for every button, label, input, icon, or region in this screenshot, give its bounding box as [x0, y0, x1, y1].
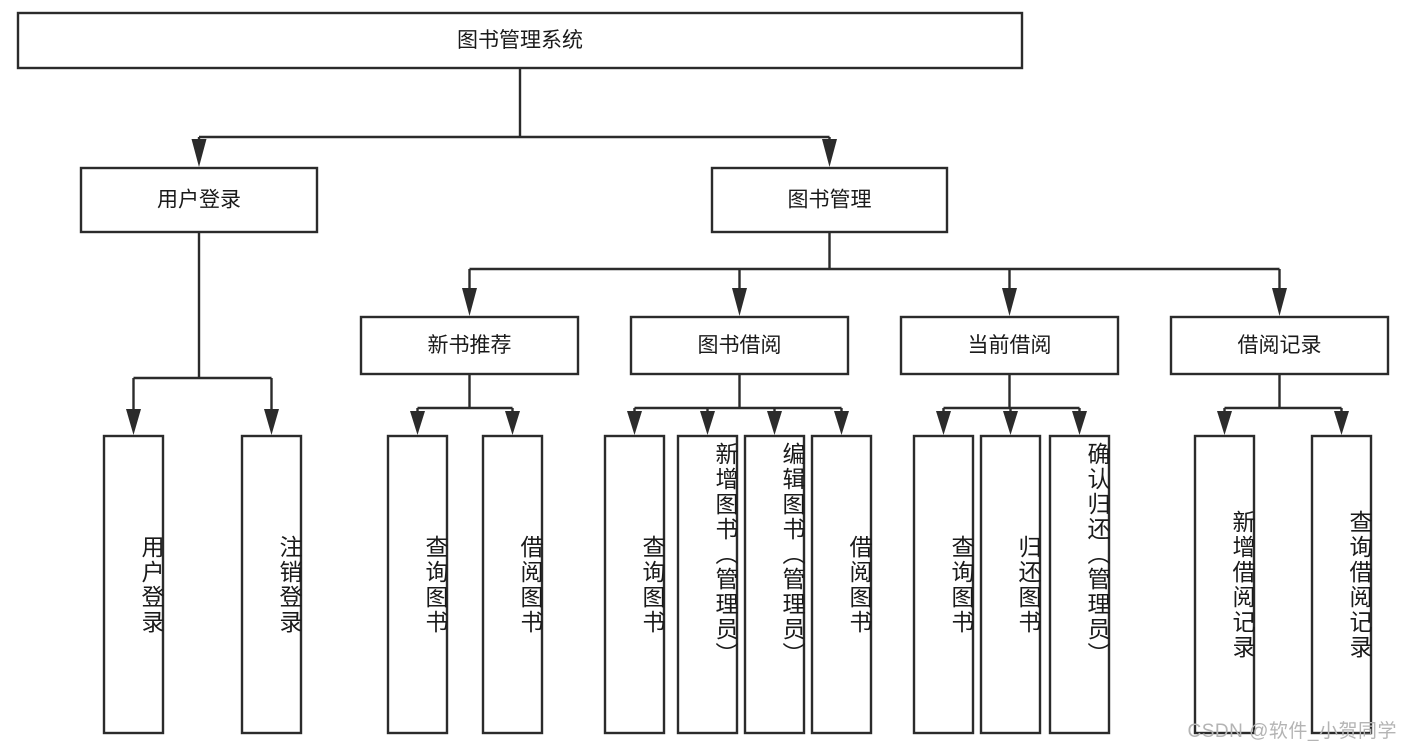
arrow-to-leaf-cur-query-book	[936, 411, 951, 435]
node-leaf-rec-borrow-book[interactable]	[481, 434, 544, 735]
arrow-to-leaf-add-book	[700, 411, 715, 435]
node-current-borrow-label: 当前借阅	[968, 334, 1052, 357]
arrow-to-book-manage	[822, 139, 837, 167]
node-leaf-return-book[interactable]	[979, 434, 1042, 735]
node-book-manage-rect	[710, 166, 949, 234]
arrow-to-leaf-borrow-query-book	[627, 411, 642, 435]
node-book-borrow-label: 图书借阅	[698, 334, 782, 357]
node-borrow-record[interactable]: 借阅记录	[1169, 315, 1390, 376]
node-leaf-borrow-book-rect	[810, 434, 873, 735]
arrow-to-leaf-rec-query-book	[410, 411, 425, 435]
arrow-to-new-book-rec	[462, 288, 477, 316]
node-leaf-query-record-rect	[1310, 434, 1373, 735]
arrow-to-leaf-confirm-return	[1072, 411, 1087, 435]
arrow-to-leaf-add-record	[1217, 411, 1232, 435]
node-leaf-add-book-rect	[676, 434, 739, 735]
node-leaf-cur-query-book-rect	[912, 434, 975, 735]
node-leaf-user-logout-rect	[240, 434, 303, 735]
arrow-to-leaf-query-record	[1334, 411, 1349, 435]
arrow-to-leaf-edit-book	[767, 411, 782, 435]
watermark-text: CSDN @软件_小贺同学	[1187, 721, 1397, 742]
arrow-to-leaf-return-book	[1003, 411, 1018, 435]
node-leaf-rec-query-book-rect	[386, 434, 449, 735]
node-leaf-add-record[interactable]	[1193, 434, 1256, 735]
node-leaf-borrow-book[interactable]	[810, 434, 873, 735]
node-user-login-label: 用户登录	[157, 189, 241, 212]
node-leaf-user-logout[interactable]	[240, 434, 303, 735]
node-new-book-rec[interactable]: 新书推荐	[359, 315, 580, 376]
node-user-login-rect	[79, 166, 319, 234]
node-leaf-query-record[interactable]	[1310, 434, 1373, 735]
node-current-borrow[interactable]: 当前借阅	[899, 315, 1120, 376]
node-leaf-confirm-return-rect	[1048, 434, 1111, 735]
arrow-to-current-borrow	[1002, 288, 1017, 316]
node-leaf-return-book-rect	[979, 434, 1042, 735]
arrow-to-borrow-record	[1272, 288, 1287, 316]
node-root-rect	[16, 11, 1024, 70]
node-root[interactable]: 图书管理系统	[16, 11, 1024, 70]
node-user-login[interactable]: 用户登录	[79, 166, 319, 234]
node-book-manage[interactable]: 图书管理	[710, 166, 949, 234]
node-leaf-add-book[interactable]	[676, 434, 739, 735]
node-leaf-confirm-return[interactable]	[1048, 434, 1111, 735]
arrow-to-leaf-borrow-book	[834, 411, 849, 435]
node-leaf-user-login[interactable]	[102, 434, 165, 735]
node-new-book-rec-rect	[359, 315, 580, 376]
node-book-borrow-rect	[629, 315, 850, 376]
node-current-borrow-rect	[899, 315, 1120, 376]
node-leaf-edit-book-rect	[743, 434, 806, 735]
edges-layer	[126, 68, 1349, 435]
node-leaf-rec-query-book[interactable]	[386, 434, 449, 735]
arrow-to-user-login	[191, 139, 207, 167]
node-root-label: 图书管理系统	[457, 29, 583, 52]
node-leaf-add-record-rect	[1193, 434, 1256, 735]
node-leaf-cur-query-book[interactable]	[912, 434, 975, 735]
node-leaf-edit-book[interactable]	[743, 434, 806, 735]
arrow-to-leaf-user-logout	[264, 409, 279, 435]
node-borrow-record-label: 借阅记录	[1238, 334, 1322, 357]
node-leaf-borrow-query-book-rect	[603, 434, 666, 735]
node-leaf-borrow-query-book[interactable]	[603, 434, 666, 735]
node-book-manage-label: 图书管理	[788, 189, 872, 212]
arrow-to-leaf-user-login	[126, 409, 141, 435]
node-borrow-record-rect	[1169, 315, 1390, 376]
node-leaf-user-login-rect	[102, 434, 165, 735]
arrow-to-leaf-rec-borrow-book	[505, 411, 520, 435]
node-leaf-rec-borrow-book-rect	[481, 434, 544, 735]
node-new-book-rec-label: 新书推荐	[428, 334, 512, 357]
node-book-borrow[interactable]: 图书借阅	[629, 315, 850, 376]
arrow-to-book-borrow	[732, 288, 747, 316]
